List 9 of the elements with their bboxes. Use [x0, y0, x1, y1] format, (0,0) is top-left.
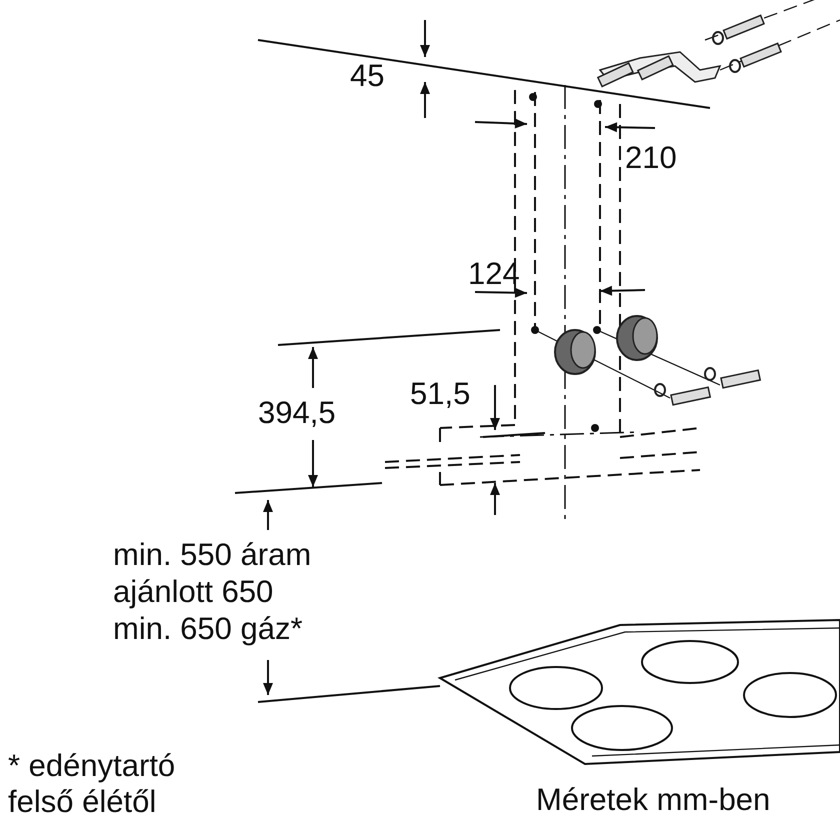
dimension-value: min. 650 gáz* [113, 611, 303, 647]
dimension-value: 394,5 [258, 395, 336, 431]
footnote: * edénytartó felső élétől [8, 748, 176, 820]
dimension-value: 51,5 [410, 376, 470, 412]
dimension-value: ajánlott 650 [113, 574, 274, 610]
units-note: Méretek mm-ben [536, 782, 770, 818]
dimension-value: 210 [625, 140, 677, 176]
dimension-value: 45 [350, 58, 384, 94]
dimension-value: min. 550 áram [113, 537, 312, 573]
